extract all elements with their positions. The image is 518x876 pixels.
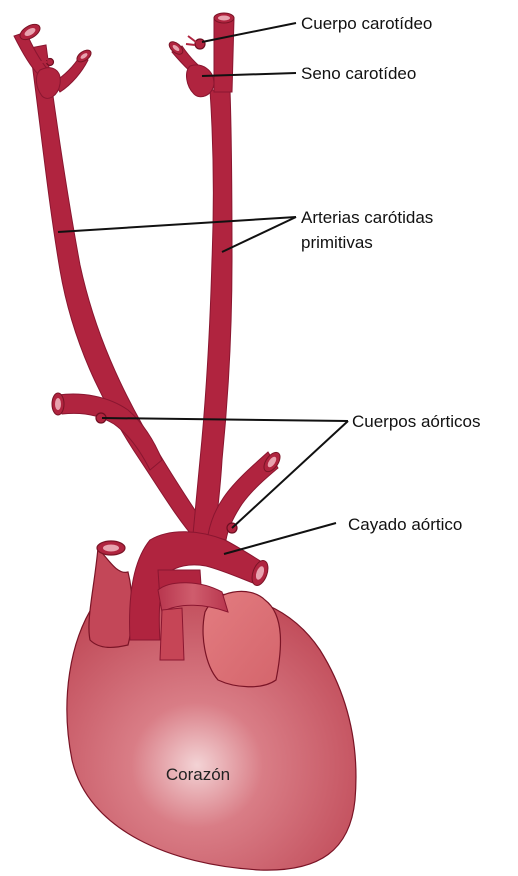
pulmonary-trunk: [89, 548, 132, 647]
label-carotid-body: Cuerpo carotídeo: [301, 14, 432, 33]
right-carotid-body: [195, 39, 205, 49]
left-common-carotid: [30, 45, 215, 540]
left-subclavian: [58, 394, 162, 470]
aorta-trunk-front: [160, 608, 184, 660]
label-common-carotids-line1: Arterias carótidas: [301, 208, 433, 227]
right-carotid-sinus: [187, 65, 214, 97]
label-carotid-sinus: Seno carotídeo: [301, 64, 416, 83]
label-aortic-arch: Cayado aórtico: [348, 515, 462, 534]
right-internal-carotid: [214, 18, 234, 92]
labels: Cuerpo carotídeo Seno carotídeo Arterias…: [301, 14, 481, 534]
label-aortic-bodies: Cuerpos aórticos: [352, 412, 481, 431]
right-common-carotid: [192, 90, 232, 545]
arterial-tree: [14, 18, 278, 640]
left-carotid-sinus: [36, 68, 60, 99]
pulmonary-lumen: [103, 545, 119, 552]
label-common-carotids-line2: primitivas: [301, 233, 373, 252]
heart-label: Corazón: [166, 765, 230, 784]
